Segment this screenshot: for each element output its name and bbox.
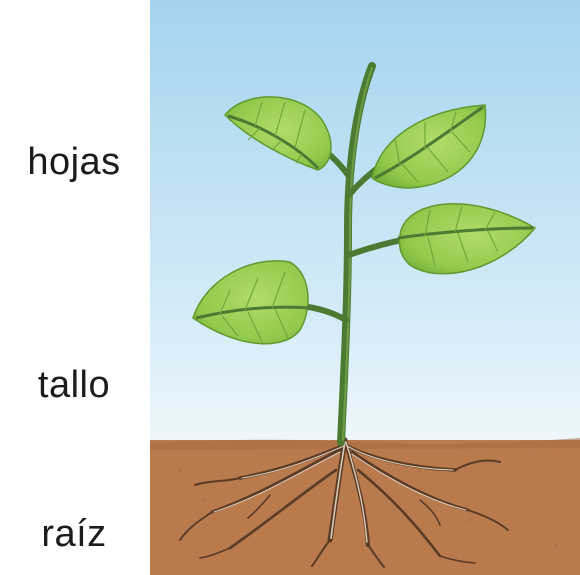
label-leaves: hojas [0,143,148,181]
label-root: raíz [0,515,148,553]
label-stem: tallo [0,366,148,404]
